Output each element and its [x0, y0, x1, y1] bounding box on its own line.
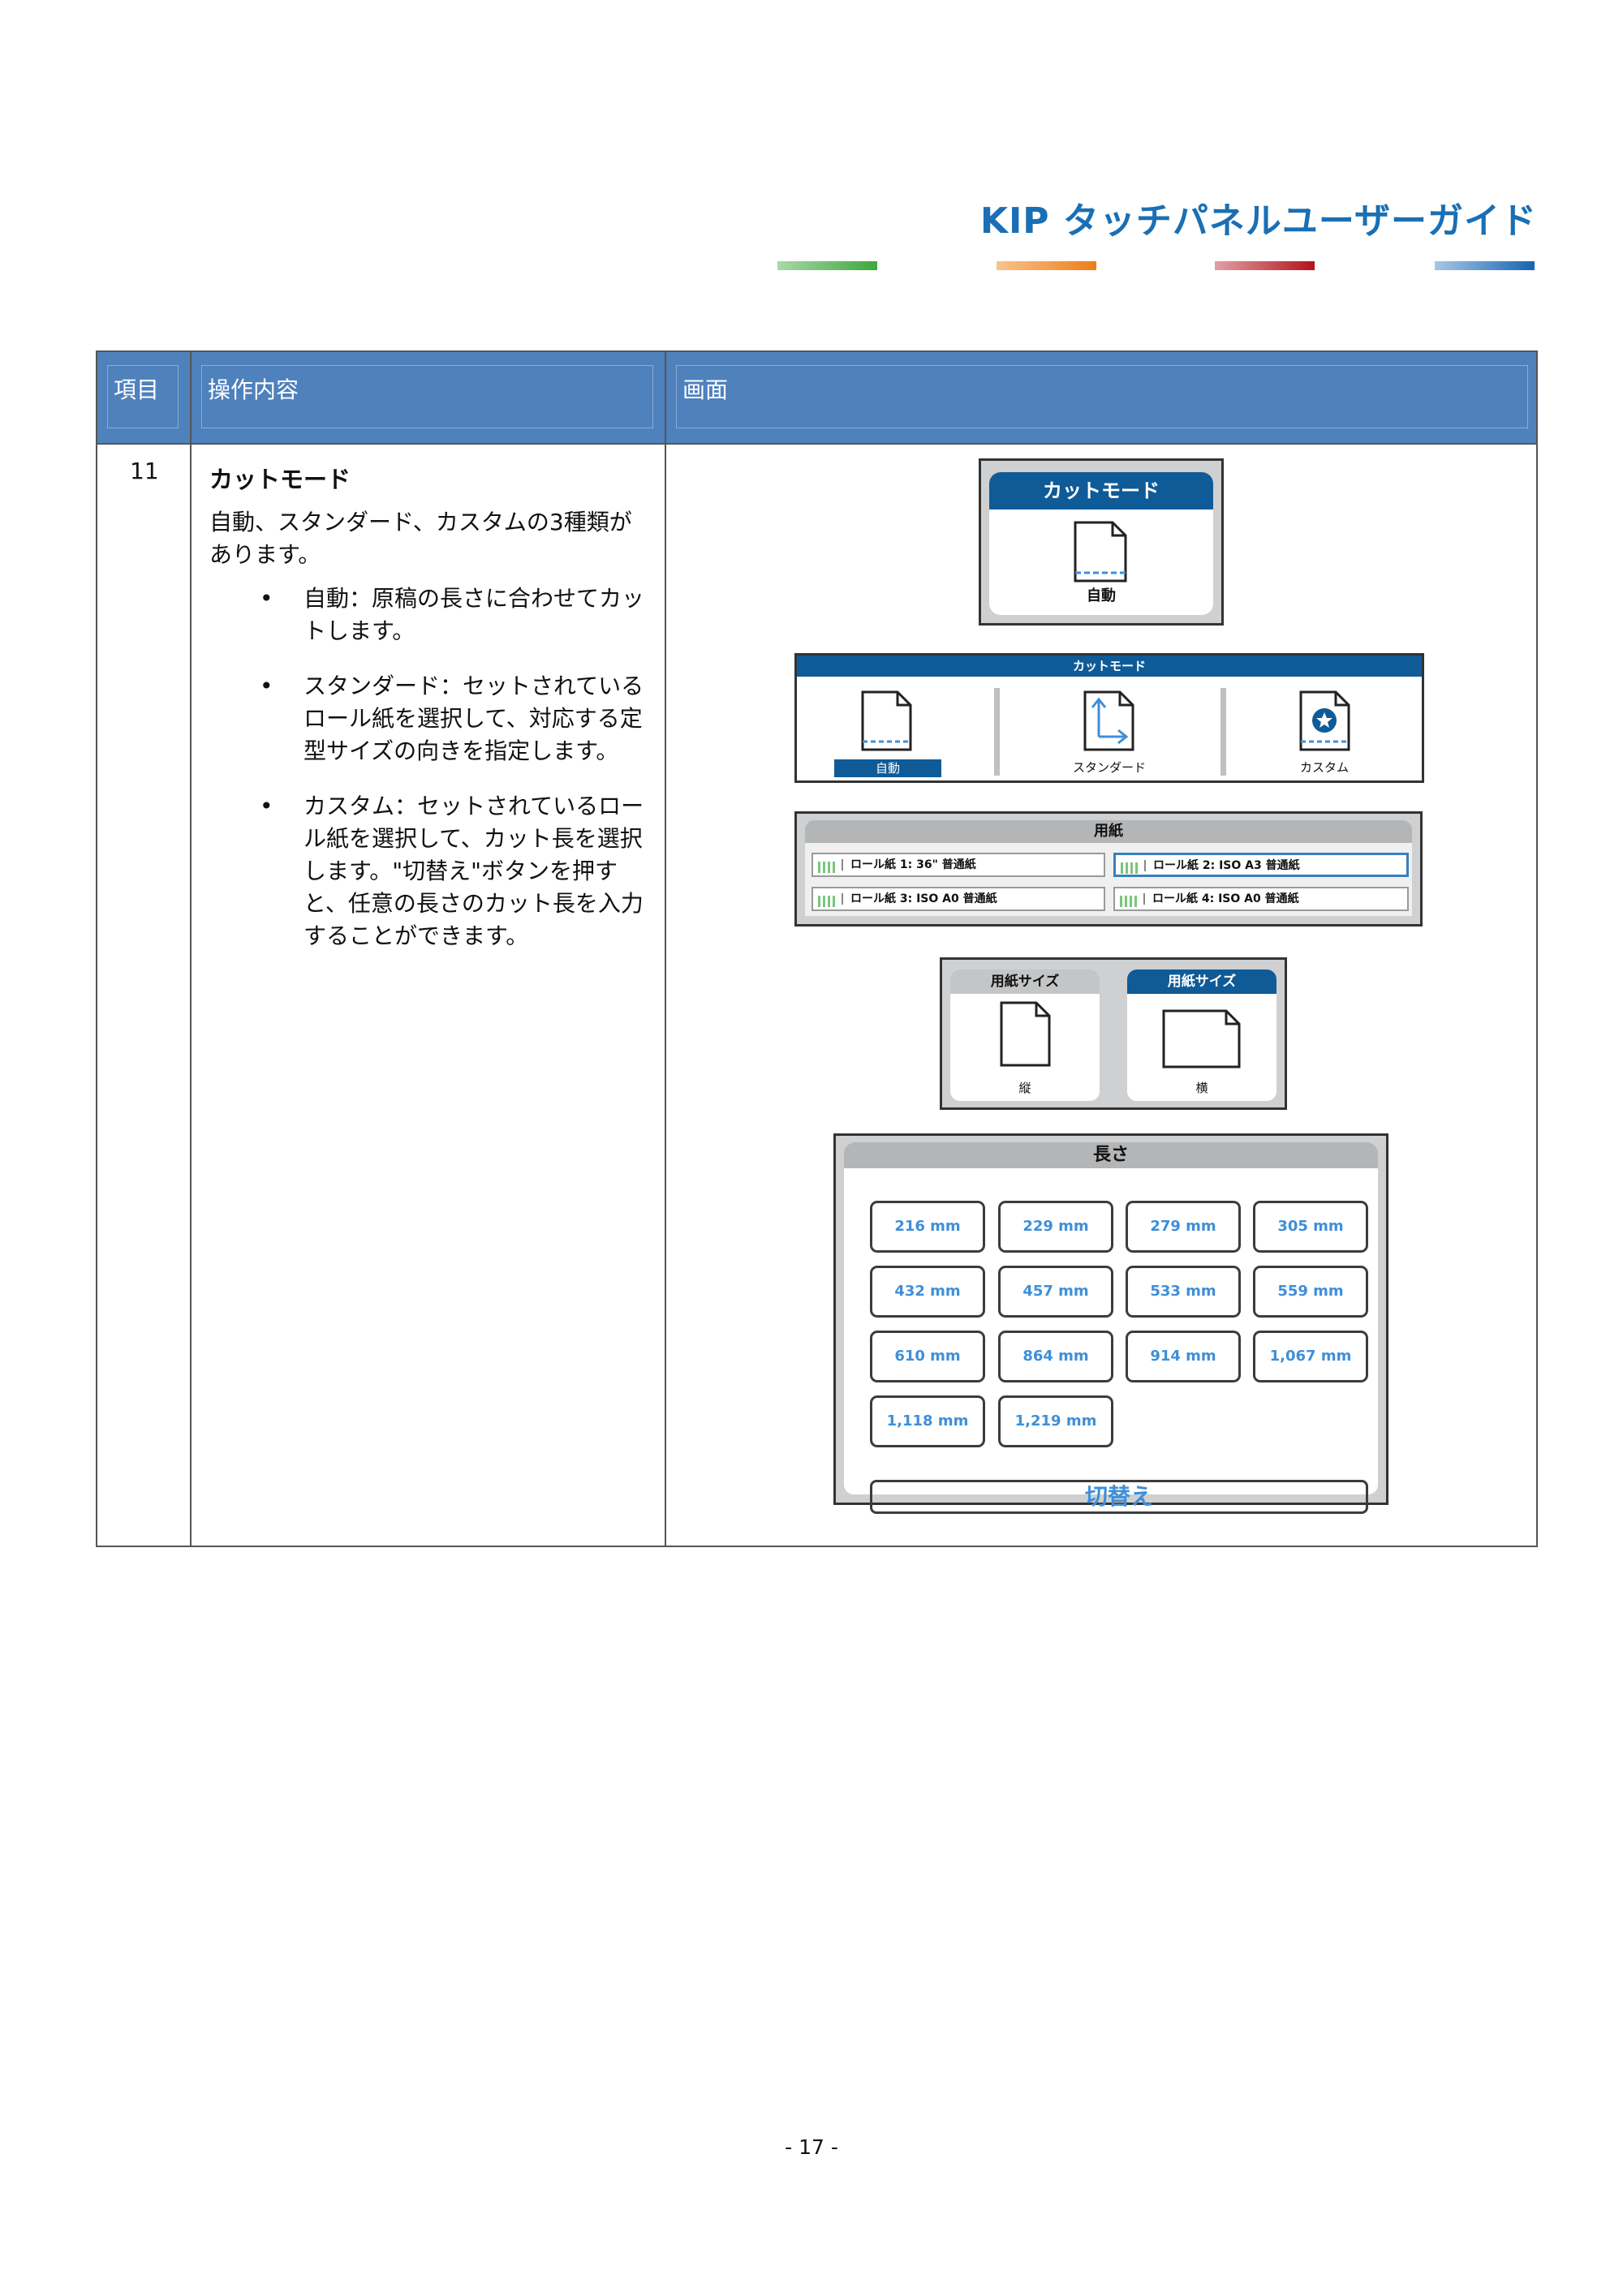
bullet-auto: 自動：原稿の長さに合わせてカットします。 [260, 583, 657, 647]
item-number: 11 [130, 458, 159, 484]
roll-3[interactable]: ロール紙 3: ISO A0 普通紙 [812, 887, 1105, 911]
custom-star-icon [1299, 690, 1350, 751]
roll-level-icon [1121, 860, 1146, 874]
operation-intro: 自動、スタンダード、カスタムの3種類があります。 [209, 509, 632, 568]
bullet-standard: スタンダード：セットされているロール紙を選択して、対応する定型サイズの向きを指定… [260, 670, 657, 767]
length-screen: 長さ 216 mm 229 mm 279 mm 305 mm 432 mm 45… [833, 1133, 1388, 1514]
landscape-document-icon [1162, 1009, 1241, 1068]
cut-document-icon [1074, 521, 1127, 583]
option-custom-label: カスタム [1299, 760, 1349, 775]
cut-mode-label: 自動 [1087, 587, 1116, 604]
length-button-457[interactable]: 457 mm [998, 1266, 1113, 1318]
option-custom[interactable]: カスタム [1227, 677, 1422, 780]
operation-title: カットモード [209, 466, 351, 493]
portrait-label: 縦 [1018, 1081, 1031, 1095]
orientation-landscape[interactable]: 用紙サイズ 横 [1127, 970, 1276, 1101]
length-button-914[interactable]: 914 mm [1126, 1331, 1241, 1382]
length-button-1067[interactable]: 1,067 mm [1253, 1331, 1368, 1382]
length-button-305[interactable]: 305 mm [1253, 1201, 1368, 1253]
paper-size-header: 用紙サイズ [950, 970, 1100, 994]
cut-mode-title: カットモード [989, 472, 1213, 510]
length-button-610[interactable]: 610 mm [870, 1331, 985, 1382]
length-button-1118[interactable]: 1,118 mm [870, 1395, 985, 1447]
length-button-559[interactable]: 559 mm [1253, 1266, 1368, 1318]
page-number: - 17 - [785, 2135, 838, 2159]
option-auto[interactable]: 自動 [797, 677, 992, 780]
length-button-279[interactable]: 279 mm [1126, 1201, 1241, 1253]
roll-4[interactable]: ロール紙 4: ISO A0 普通紙 [1113, 887, 1409, 911]
roll-level-icon [818, 893, 843, 907]
cut-mode-button-screen: カットモード 自動 [979, 458, 1224, 626]
red-stripe [1215, 261, 1315, 270]
header-item: 項目 [97, 352, 192, 443]
standard-arrows-icon [1083, 690, 1134, 751]
landscape-label: 横 [1195, 1081, 1208, 1095]
option-auto-label: 自動 [834, 759, 941, 777]
cut-mode-selector-screen: カットモード 自動 スタンダード カスタム [794, 653, 1424, 783]
orange-stripe [997, 261, 1096, 270]
length-button-229[interactable]: 229 mm [998, 1201, 1113, 1253]
header-screen: 画面 [666, 352, 1539, 443]
length-button-864[interactable]: 864 mm [998, 1331, 1113, 1382]
bullet-custom: カスタム：セットされているロール紙を選択して、カット長を選択します。"切替え"ボ… [260, 790, 657, 952]
green-stripe [777, 261, 877, 270]
option-standard-label: スタンダード [1072, 760, 1146, 775]
cut-mode-button[interactable]: カットモード 自動 [989, 472, 1213, 615]
instruction-table: 項目 操作内容 画面 11 カットモード 自動、スタンダード、カスタムの3種類が… [96, 350, 1538, 1547]
cut-document-icon [861, 690, 912, 751]
option-standard[interactable]: スタンダード [1000, 677, 1219, 780]
roll-2[interactable]: ロール紙 2: ISO A3 普通紙 [1113, 853, 1409, 877]
roll-level-icon [1120, 893, 1145, 907]
switch-button[interactable]: 切替え [870, 1480, 1368, 1514]
paper-size-screen: 用紙サイズ 縦 用紙サイズ 横 [940, 957, 1287, 1110]
table-header: 項目 操作内容 画面 [97, 352, 1536, 445]
length-button-216[interactable]: 216 mm [870, 1201, 985, 1253]
blue-stripe [1435, 261, 1535, 270]
paper-title: 用紙 [805, 820, 1412, 843]
roll-level-icon [818, 859, 843, 873]
document-title: KIP タッチパネルユーザーガイド [979, 200, 1537, 242]
paper-size-header: 用紙サイズ [1127, 970, 1276, 994]
portrait-document-icon [1000, 1001, 1051, 1067]
operation-bullets: 自動：原稿の長さに合わせてカットします。 スタンダード：セットされているロール紙… [260, 583, 657, 975]
paper-screen: 用紙 ロール紙 1: 36" 普通紙 ロール紙 2: ISO A3 普通紙 ロー… [794, 811, 1423, 927]
length-button-533[interactable]: 533 mm [1126, 1266, 1241, 1318]
length-title: 長さ [844, 1142, 1378, 1168]
roll-1[interactable]: ロール紙 1: 36" 普通紙 [812, 853, 1105, 877]
length-button-432[interactable]: 432 mm [870, 1266, 985, 1318]
length-button-1219[interactable]: 1,219 mm [998, 1395, 1113, 1447]
orientation-portrait[interactable]: 用紙サイズ 縦 [950, 970, 1100, 1101]
header-operation: 操作内容 [192, 352, 666, 443]
cut-mode-selector-title: カットモード [797, 656, 1422, 677]
